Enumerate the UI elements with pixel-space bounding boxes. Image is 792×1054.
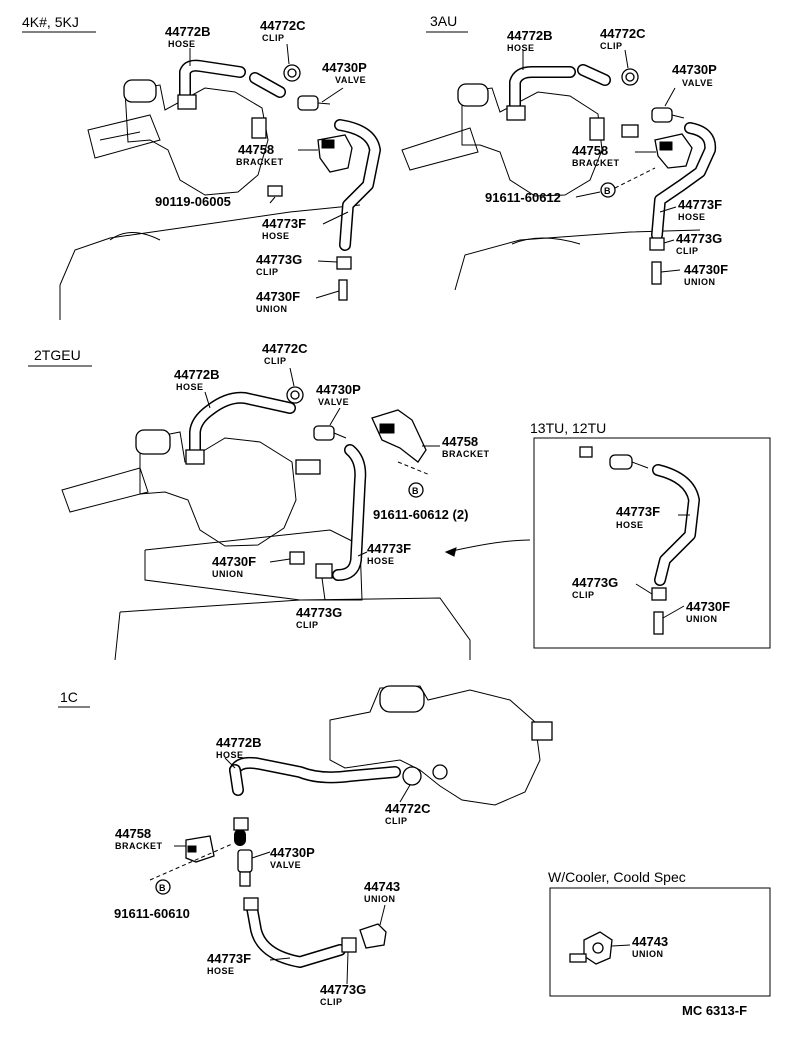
svg-text:VALVE: VALVE (318, 397, 349, 407)
section-13tu-12tu: 13TU, 12TU 44773F HOSE 44773G CLIP 44730… (530, 420, 771, 649)
label-44730p: 44730P (270, 845, 315, 860)
label-44743: 44743 (364, 879, 400, 894)
svg-text:UNION: UNION (686, 614, 718, 624)
label-44730f: 44730F (686, 599, 730, 614)
svg-text:VALVE: VALVE (682, 78, 713, 88)
svg-text:BRACKET: BRACKET (236, 157, 284, 167)
section-w-cooler: W/Cooler, Coold Spec 44743 UNION (548, 869, 771, 997)
label-91611-60612-2: 91611-60612 (2) (373, 507, 468, 522)
brake-booster-illustration (329, 685, 553, 806)
svg-text:HOSE: HOSE (176, 382, 204, 392)
label-44772b: 44772B (174, 367, 220, 382)
label-44730p: 44730P (672, 62, 717, 77)
svg-text:BRACKET: BRACKET (115, 841, 163, 851)
label-44730p: 44730P (322, 60, 367, 75)
label-44758: 44758 (572, 143, 608, 158)
label-44772c: 44772C (385, 801, 431, 816)
label-44730f: 44730F (684, 262, 728, 277)
svg-text:CLIP: CLIP (320, 997, 343, 1007)
label-44772c: 44772C (262, 341, 308, 356)
label-44730f: 44730F (256, 289, 300, 304)
section-title: W/Cooler, Coold Spec (548, 869, 686, 885)
section-title: 4K#, 5KJ (22, 14, 79, 30)
label-91611-60612: 91611-60612 (485, 190, 561, 205)
section-2tgeu: 2TGEU B (28, 341, 531, 661)
label-44743: 44743 (632, 934, 668, 949)
label-44772b: 44772B (216, 735, 262, 750)
label-44773g: 44773G (572, 575, 618, 590)
label-44773g: 44773G (256, 252, 302, 267)
section-3au: 3AU B (401, 13, 728, 291)
label-44772b: 44772B (507, 28, 553, 43)
svg-text:UNION: UNION (632, 949, 664, 959)
svg-text:VALVE: VALVE (335, 75, 366, 85)
label-44773g: 44773G (320, 982, 366, 997)
svg-text:CLIP: CLIP (600, 41, 623, 51)
label-44773f: 44773F (262, 216, 306, 231)
svg-text:HOSE: HOSE (678, 212, 706, 222)
label-44773f: 44773F (367, 541, 411, 556)
section-title: 1C (60, 689, 78, 705)
svg-text:HOSE: HOSE (216, 750, 244, 760)
svg-text:UNION: UNION (256, 304, 288, 314)
brake-booster-illustration (61, 429, 471, 661)
label-44772c: 44772C (260, 18, 306, 33)
svg-text:CLIP: CLIP (676, 246, 699, 256)
label-44773f: 44773F (207, 951, 251, 966)
bolt-marker-b: B (159, 883, 166, 893)
bolt-marker-b: B (604, 186, 611, 196)
label-91611-60610: 91611-60610 (114, 906, 190, 921)
svg-text:CLIP: CLIP (296, 620, 319, 630)
svg-text:CLIP: CLIP (385, 816, 408, 826)
label-44773g: 44773G (296, 605, 342, 620)
svg-text:UNION: UNION (364, 894, 396, 904)
label-44772b: 44772B (165, 24, 211, 39)
section-4k-5kj: 4K#, 5KJ (22, 14, 381, 320)
svg-text:VALVE: VALVE (270, 860, 301, 870)
diagram-code: MC 6313-F (682, 1003, 747, 1018)
svg-text:CLIP: CLIP (262, 33, 285, 43)
svg-text:CLIP: CLIP (256, 267, 279, 277)
label-44773g: 44773G (676, 231, 722, 246)
label-44730f: 44730F (212, 554, 256, 569)
section-title: 3AU (430, 13, 457, 29)
label-44773f: 44773F (678, 197, 722, 212)
svg-text:UNION: UNION (212, 569, 244, 579)
svg-text:HOSE: HOSE (616, 520, 644, 530)
label-44758: 44758 (238, 142, 274, 157)
label-44758: 44758 (115, 826, 151, 841)
section-title: 13TU, 12TU (530, 420, 606, 436)
label-44758: 44758 (442, 434, 478, 449)
label-44773f: 44773F (616, 504, 660, 519)
bolt-marker-b: B (412, 486, 419, 496)
section-title: 2TGEU (34, 347, 81, 363)
label-90119-06005: 90119-06005 (155, 194, 231, 209)
section-1c: 1C B 44772B (58, 685, 553, 1007)
svg-text:HOSE: HOSE (367, 556, 395, 566)
svg-text:HOSE: HOSE (168, 39, 196, 49)
svg-text:BRACKET: BRACKET (572, 158, 620, 168)
svg-text:BRACKET: BRACKET (442, 449, 490, 459)
svg-text:UNION: UNION (684, 277, 716, 287)
svg-text:CLIP: CLIP (264, 356, 287, 366)
svg-text:HOSE: HOSE (262, 231, 290, 241)
svg-text:HOSE: HOSE (207, 966, 235, 976)
svg-text:HOSE: HOSE (507, 43, 535, 53)
label-44772c: 44772C (600, 26, 646, 41)
label-44730p: 44730P (316, 382, 361, 397)
svg-text:CLIP: CLIP (572, 590, 595, 600)
